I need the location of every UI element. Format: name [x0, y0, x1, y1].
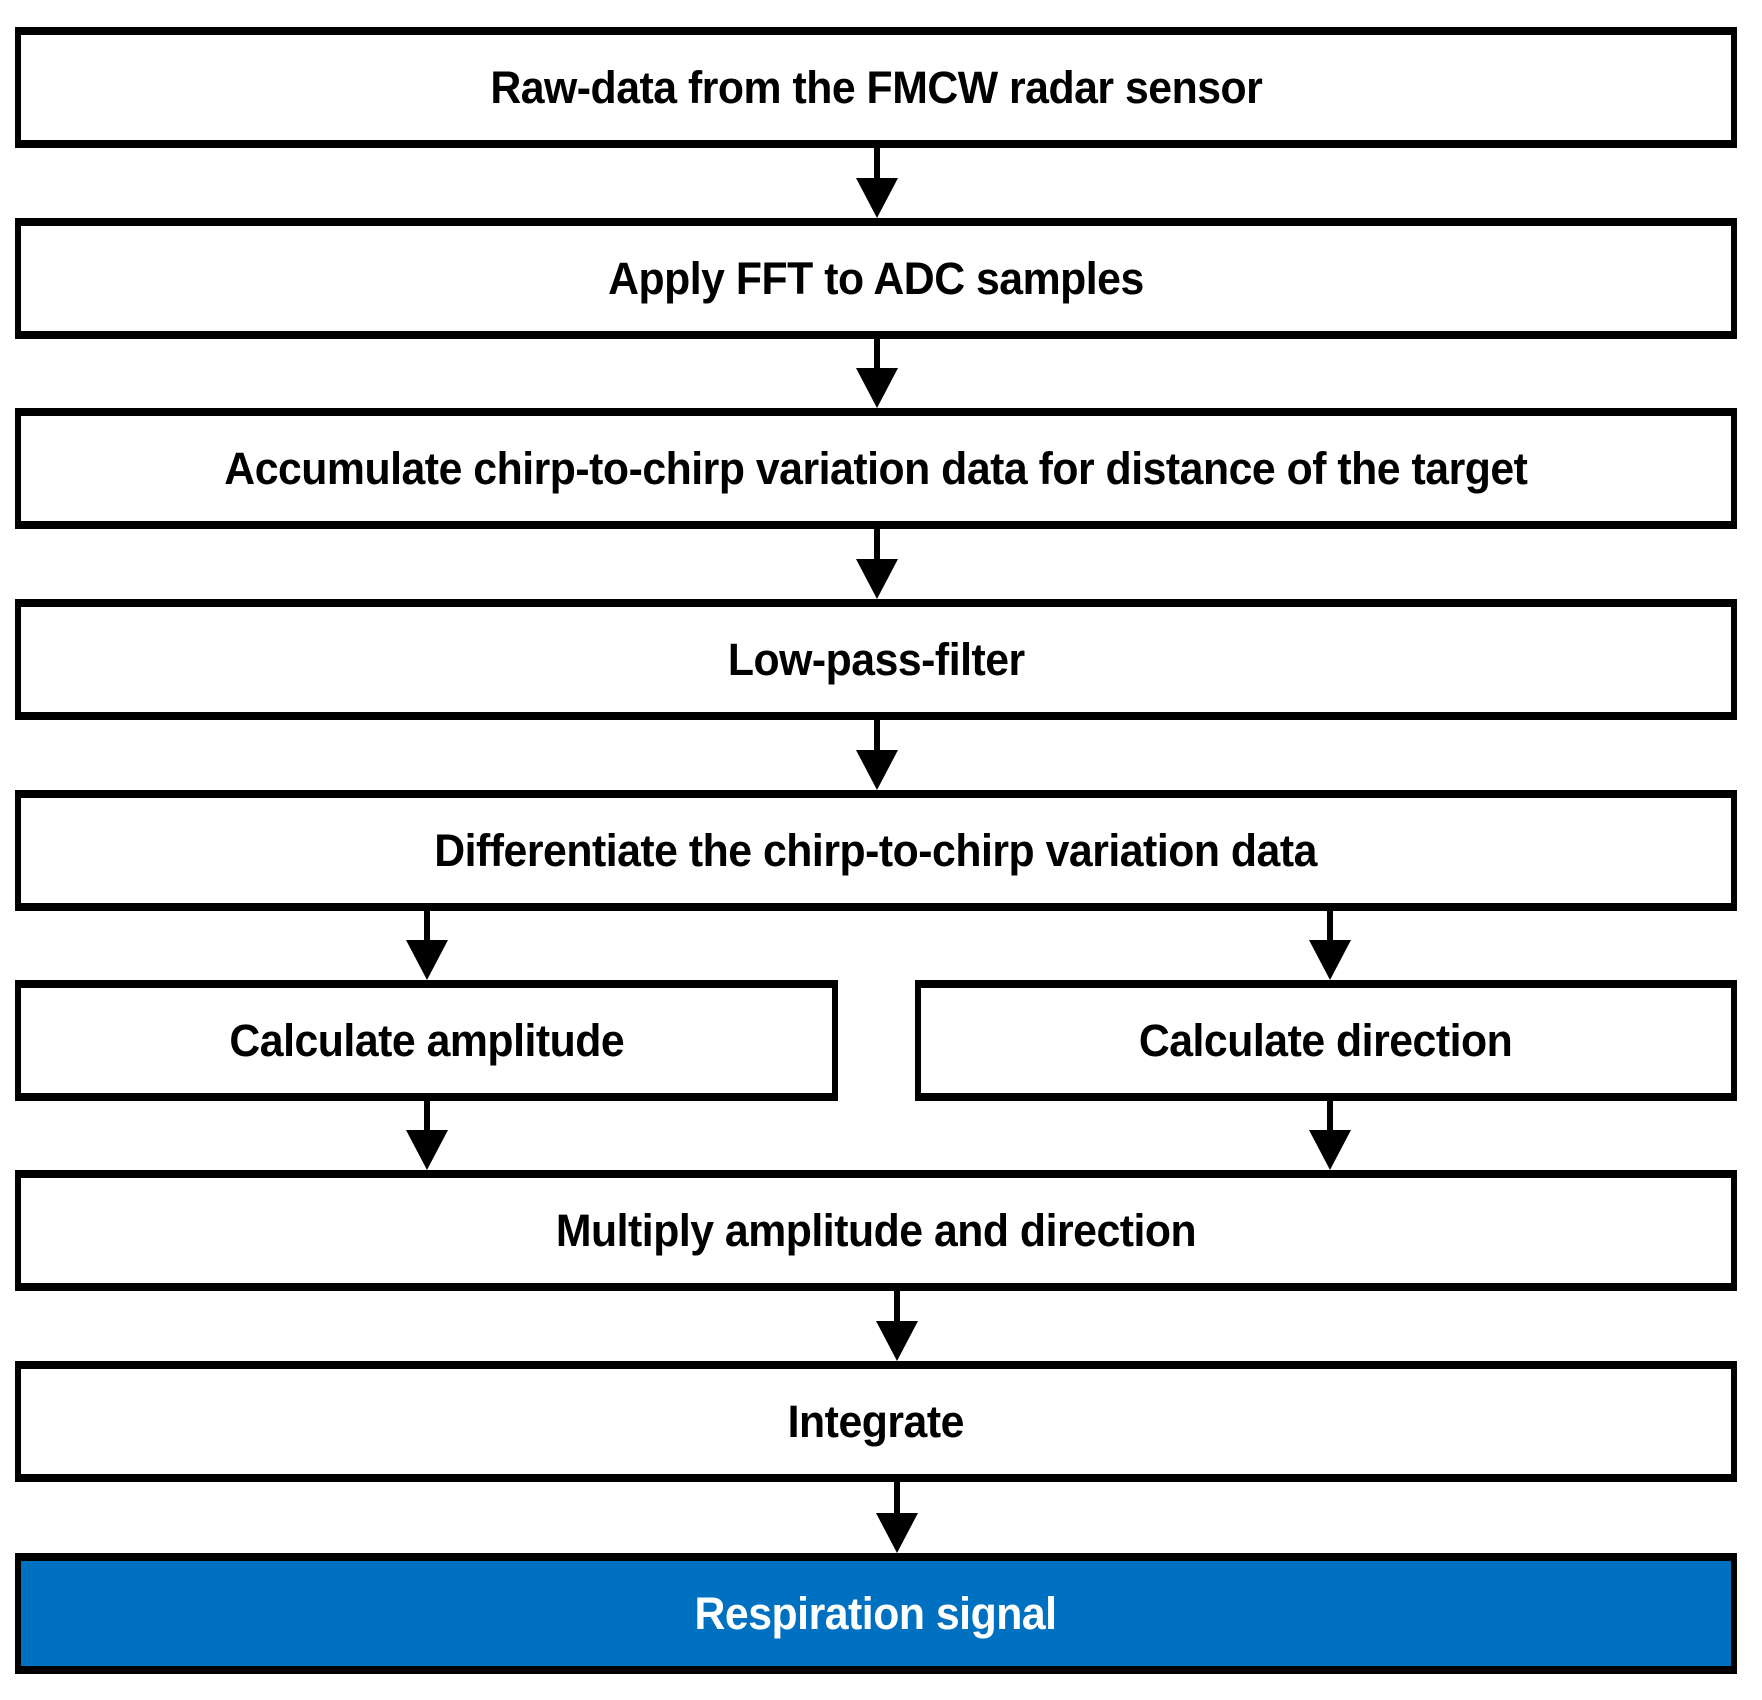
flow-node-calculate-direction: Calculate direction — [915, 980, 1737, 1101]
arrow-down-icon — [875, 1291, 919, 1361]
flow-node-integrate: Integrate — [15, 1361, 1737, 1482]
arrow-head — [406, 940, 448, 980]
arrow-stem — [894, 1291, 900, 1321]
arrow-stem — [1327, 911, 1333, 940]
flow-node-accumulate: Accumulate chirp-to-chirp variation data… — [15, 408, 1737, 529]
flow-node-calculate-amplitude: Calculate amplitude — [15, 980, 838, 1101]
arrow-head — [876, 1321, 918, 1361]
flow-node-multiply: Multiply amplitude and direction — [15, 1170, 1737, 1291]
arrow-head — [1309, 940, 1351, 980]
flow-node-low-pass-filter: Low-pass-filter — [15, 599, 1737, 720]
arrow-stem — [874, 720, 880, 750]
flow-node-label: Calculate amplitude — [229, 1014, 624, 1066]
arrow-stem — [424, 1101, 430, 1130]
arrow-head — [856, 178, 898, 218]
flow-node-label: Apply FFT to ADC samples — [608, 252, 1144, 304]
arrow-down-icon — [855, 338, 899, 408]
arrow-head — [1309, 1130, 1351, 1170]
arrow-down-icon — [1308, 1101, 1352, 1170]
arrow-stem — [874, 148, 880, 178]
arrow-down-icon — [1308, 911, 1352, 980]
arrow-head — [876, 1513, 918, 1553]
flow-node-fft: Apply FFT to ADC samples — [15, 218, 1737, 339]
flow-node-label: Differentiate the chirp-to-chirp variati… — [434, 824, 1318, 876]
flow-node-label: Raw-data from the FMCW radar sensor — [489, 61, 1262, 113]
arrow-stem — [894, 1481, 900, 1513]
arrow-head — [856, 559, 898, 599]
flow-node-label: Respiration signal — [694, 1587, 1058, 1639]
arrow-stem — [874, 338, 880, 368]
flow-node-label: Low-pass-filter — [727, 633, 1025, 685]
arrow-stem — [424, 911, 430, 940]
arrow-down-icon — [875, 1481, 919, 1553]
flow-node-label: Calculate direction — [1139, 1014, 1513, 1066]
arrow-down-icon — [405, 911, 449, 980]
flow-node-respiration-signal: Respiration signal — [15, 1553, 1737, 1674]
arrow-down-icon — [855, 720, 899, 790]
arrow-head — [856, 750, 898, 790]
flow-node-differentiate: Differentiate the chirp-to-chirp variati… — [15, 790, 1737, 911]
arrow-stem — [874, 529, 880, 559]
arrow-down-icon — [405, 1101, 449, 1170]
flow-node-raw-data: Raw-data from the FMCW radar sensor — [15, 27, 1737, 148]
flow-node-label: Multiply amplitude and direction — [555, 1204, 1197, 1256]
arrow-stem — [1327, 1101, 1333, 1130]
arrow-down-icon — [855, 529, 899, 599]
flow-node-label: Accumulate chirp-to-chirp variation data… — [224, 442, 1528, 494]
arrow-head — [406, 1130, 448, 1170]
flow-node-label: Integrate — [787, 1395, 965, 1447]
arrow-down-icon — [855, 148, 899, 218]
arrow-head — [856, 368, 898, 408]
